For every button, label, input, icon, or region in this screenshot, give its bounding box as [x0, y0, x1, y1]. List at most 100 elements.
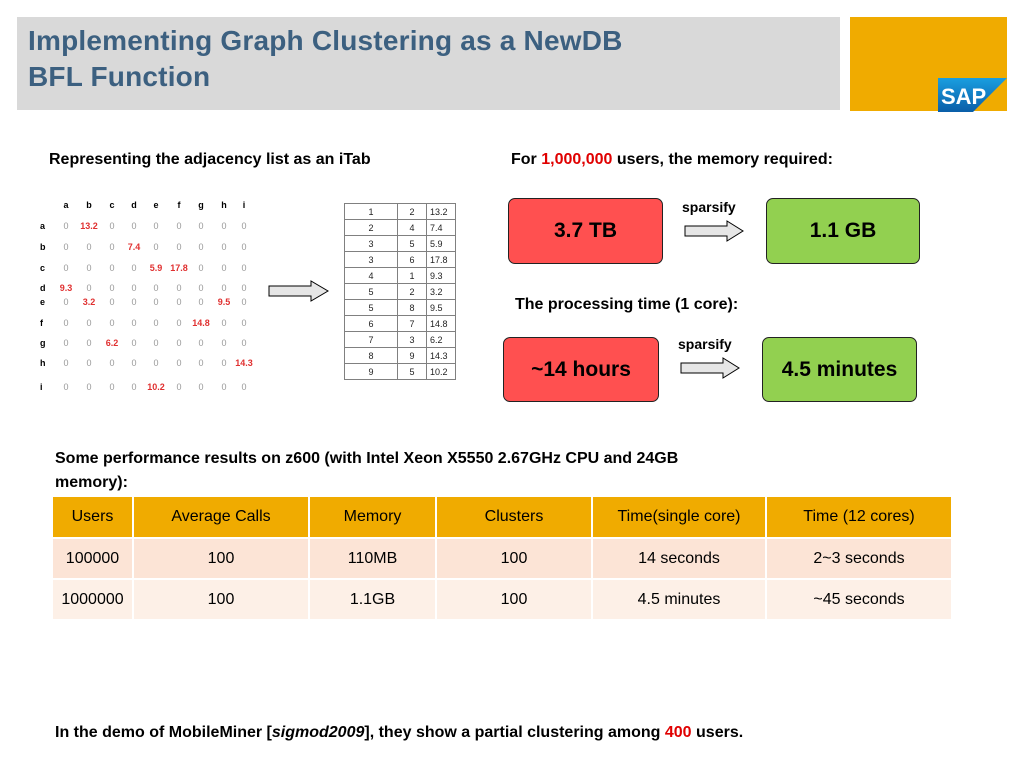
itab-cell: 5 [344, 283, 398, 300]
matrix-column-header: f [177, 200, 181, 210]
matrix-cell: 0 [176, 221, 182, 231]
matrix-cell: 0 [109, 263, 115, 273]
memory-heading-suffix: users, the memory required: [612, 151, 833, 168]
matrix-cell: 0 [241, 263, 247, 273]
matrix-cell: 0 [63, 242, 69, 252]
itab-cell: 3 [344, 251, 398, 268]
matrix-row-label: d [40, 283, 46, 293]
matrix-cell: 0 [241, 382, 247, 392]
results-heading-line1: Some performance results on z600 (with I… [55, 450, 679, 467]
itab-cell: 5 [397, 363, 427, 380]
matrix-cell: 0 [109, 382, 115, 392]
results-heading-line2: memory): [55, 474, 128, 491]
itab-cell: 5.9 [426, 235, 456, 252]
matrix-cell: 0 [198, 338, 204, 348]
footer-venue: sigmod2009 [271, 724, 365, 741]
matrix-cell: 0 [153, 297, 159, 307]
matrix-cell: 0 [221, 263, 227, 273]
col-users: Users [53, 497, 134, 539]
cell-time-single: 14 seconds [592, 538, 767, 580]
matrix-cell: 0 [131, 382, 137, 392]
matrix-cell: 0 [176, 358, 182, 368]
matrix-cell: 9.3 [59, 283, 73, 293]
matrix-cell: 0 [176, 338, 182, 348]
matrix-cell: 0 [241, 338, 247, 348]
time-before-value: ~14 hours [531, 357, 631, 381]
matrix-cell: 0 [241, 318, 247, 328]
matrix-cell: 0 [63, 338, 69, 348]
matrix-cell: 0 [176, 242, 182, 252]
itab-cell: 9.3 [426, 267, 456, 284]
itab-cell: 13.2 [426, 203, 456, 220]
matrix-cell: 0 [131, 358, 137, 368]
matrix-row-label: f [40, 318, 43, 328]
matrix-cell: 0 [86, 318, 92, 328]
matrix-column-header: g [198, 200, 204, 210]
matrix-row-label: c [40, 263, 46, 273]
cell-average-calls: 100 [133, 579, 310, 621]
itab-cell: 7 [397, 315, 427, 332]
itab-cell: 7.4 [426, 219, 456, 236]
matrix-cell: 0 [63, 358, 69, 368]
matrix-cell: 0 [109, 358, 115, 368]
matrix-cell: 0 [131, 263, 137, 273]
matrix-cell: 6.2 [105, 338, 119, 348]
matrix-cell: 0 [86, 382, 92, 392]
matrix-cell: 0 [109, 242, 115, 252]
itab-cell: 5 [344, 299, 398, 316]
matrix-cell: 0 [176, 382, 182, 392]
itab-cell: 3 [344, 235, 398, 252]
cell-clusters: 100 [436, 579, 593, 621]
matrix-cell: 0 [221, 221, 227, 231]
matrix-cell: 0 [131, 297, 137, 307]
matrix-cell: 0 [176, 283, 182, 293]
matrix-cell: 0 [131, 318, 137, 328]
memory-after-box: 1.1 GB [766, 198, 920, 264]
itab-cell: 9 [344, 363, 398, 380]
matrix-cell: 10.2 [147, 382, 165, 392]
matrix-cell: 0 [86, 242, 92, 252]
matrix-column-header: b [86, 200, 92, 210]
time-before-box: ~14 hours [503, 337, 659, 402]
itab-cell: 6.2 [426, 331, 456, 348]
matrix-cell: 0 [221, 283, 227, 293]
matrix-cell: 0 [86, 338, 92, 348]
itab-cell: 2 [397, 203, 427, 220]
memory-before-value: 3.7 TB [553, 219, 618, 242]
matrix-cell: 0 [86, 283, 92, 293]
cell-average-calls: 100 [133, 538, 310, 580]
matrix-cell: 5.9 [149, 263, 163, 273]
matrix-cell: 0 [153, 242, 159, 252]
time-after-box: 4.5 minutes [762, 337, 917, 402]
matrix-column-header: i [242, 200, 246, 210]
itab-cell: 14.3 [426, 347, 456, 364]
matrix-cell: 0 [63, 221, 69, 231]
matrix-column-header: c [109, 200, 115, 210]
matrix-row-label: h [40, 358, 46, 368]
matrix-cell: 0 [63, 297, 69, 307]
itab-cell: 3.2 [426, 283, 456, 300]
matrix-cell: 0 [63, 382, 69, 392]
matrix-cell: 0 [198, 242, 204, 252]
memory-heading: For 1,000,000 users, the memory required… [511, 151, 833, 169]
footer-prefix: In the demo of MobileMiner [ [55, 724, 272, 741]
matrix-cell: 0 [109, 221, 115, 231]
col-time-12: Time (12 cores) [766, 497, 953, 539]
results-table: Users Average Calls Memory Clusters Time… [53, 497, 953, 621]
matrix-column-header: d [131, 200, 137, 210]
matrix-cell: 0 [198, 358, 204, 368]
itab-cell: 14.8 [426, 315, 456, 332]
matrix-cell: 0 [153, 338, 159, 348]
sap-logo: SAP [938, 78, 1007, 112]
cell-users: 100000 [53, 538, 134, 580]
slide-title-line2: BFL Function [28, 61, 211, 92]
matrix-row-label: e [40, 297, 46, 307]
matrix-row-label: b [40, 242, 46, 252]
